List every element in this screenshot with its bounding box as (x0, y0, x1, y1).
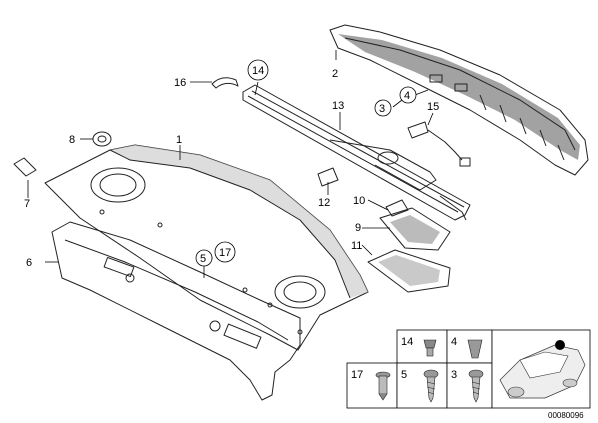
callout-4: 4 (404, 90, 410, 102)
callout-9: 9 (355, 222, 361, 234)
clip-16 (211, 77, 239, 89)
callout-16: 16 (174, 77, 186, 89)
lower-trim (51, 221, 301, 401)
leader-lines (27, 50, 434, 278)
roller-blind-rail (242, 84, 471, 221)
cover-9 (379, 207, 451, 251)
fastener-14-icon (423, 339, 437, 357)
callout-3: 3 (379, 103, 385, 115)
callout-2: 2 (332, 68, 338, 80)
legend-label-17: 17 (351, 369, 363, 381)
grommet-8 (92, 131, 112, 147)
fastener-4-icon (467, 339, 483, 359)
clip-7 (13, 157, 37, 177)
callout-5: 5 (200, 253, 206, 265)
parcel-shelf (44, 144, 369, 351)
callout-8: 8 (69, 134, 75, 146)
fastener-5-icon (423, 369, 439, 403)
callout-11: 11 (351, 240, 362, 252)
callouts: 1 2 3 4 5 6 7 8 9 10 11 12 13 14 15 16 1… (24, 59, 439, 269)
legend-label-3: 3 (451, 369, 457, 381)
callout-5-circle (195, 249, 213, 267)
callout-14-circle (247, 59, 269, 81)
callout-6: 6 (26, 257, 32, 269)
callout-7: 7 (24, 198, 30, 210)
callout-13: 13 (332, 100, 344, 112)
car-location-icon (499, 340, 586, 399)
callout-10: 10 (353, 195, 365, 207)
callout-17-circle (214, 241, 236, 263)
callout-1: 1 (176, 134, 182, 146)
clip-12 (317, 167, 339, 187)
fastener-legend: 14 4 17 5 3 (346, 329, 591, 409)
legend-label-5: 5 (401, 369, 407, 381)
callout-4-circle (399, 86, 417, 104)
callout-14: 14 (252, 65, 264, 77)
cover-10 (385, 199, 409, 217)
legend-label-14: 14 (401, 336, 413, 348)
callout-3-circle (374, 99, 392, 117)
brake-light-strip (329, 24, 589, 176)
callout-17: 17 (219, 247, 231, 259)
diagram-code: 00080096 (548, 411, 584, 420)
cable-connector (407, 121, 471, 167)
fastener-3-icon (468, 369, 484, 403)
callout-15: 15 (427, 101, 439, 113)
fastener-17-icon (375, 371, 391, 401)
cover-11 (367, 249, 451, 293)
callout-12: 12 (318, 197, 330, 209)
legend-label-4: 4 (451, 336, 457, 348)
